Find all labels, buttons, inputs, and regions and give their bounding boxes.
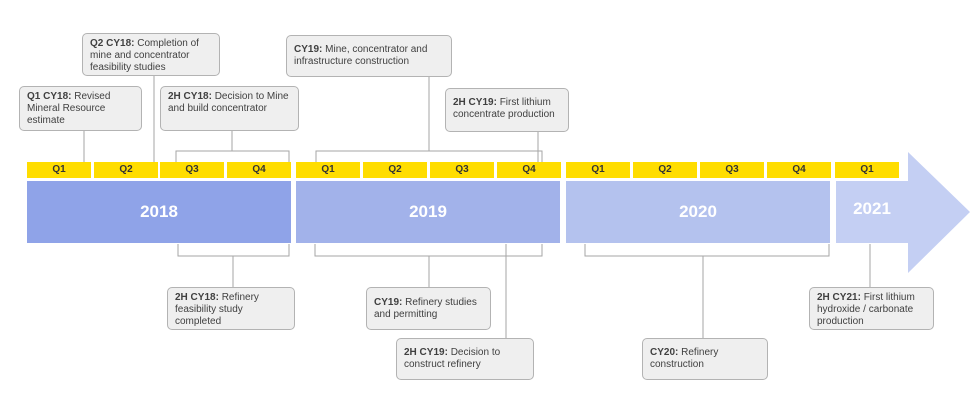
milestone-tag: 2H CY21: — [817, 292, 861, 303]
milestone-2h-cy21: 2H CY21: First lithium hydroxide / carbo… — [809, 287, 934, 330]
milestone-tag: 2H CY19: — [404, 347, 448, 358]
connector-cy20-refinery — [584, 244, 830, 338]
milestone-tag: Q1 CY18: — [27, 91, 72, 102]
milestone-cy19-refinery: CY19: Refinery studies and permitting — [366, 287, 491, 330]
year-bar-2019: 2019 — [296, 181, 560, 243]
connector-2h-cy18-mine — [175, 131, 290, 162]
milestone-2h-cy18-mine: 2H CY18: Decision to Mine and build conc… — [160, 86, 299, 131]
milestone-2h-cy19-concentrate: 2H CY19: First lithium concentrate produ… — [445, 88, 569, 132]
year-bar-2018: 2018 — [27, 181, 291, 243]
milestone-text: First lithium concentrate production — [453, 97, 555, 120]
milestone-text: Refinery feasibility study completed — [175, 292, 259, 327]
milestone-text: Mine, concentrator and infrastructure co… — [294, 44, 428, 67]
quarter-2020-q2: Q2 — [633, 162, 697, 178]
milestone-cy19-mine: CY19: Mine, concentrator and infrastruct… — [286, 35, 452, 77]
quarter-2020-q3: Q3 — [700, 162, 764, 178]
year-bar-2020: 2020 — [566, 181, 830, 243]
milestone-tag: CY19: — [374, 297, 403, 308]
milestone-text: Decision to construct refinery — [404, 347, 501, 370]
milestone-q2-cy18: Q2 CY18: Completion of mine and concentr… — [82, 33, 220, 76]
milestone-q1-cy18: Q1 CY18: Revised Mineral Resource estima… — [19, 86, 142, 131]
milestone-2h-cy18-refinery: 2H CY18: Refinery feasibility study comp… — [167, 287, 295, 330]
quarter-2018-q1: Q1 — [27, 162, 91, 178]
quarter-2018-q3: Q3 — [160, 162, 224, 178]
milestone-text: Refinery studies and permitting — [374, 297, 477, 320]
milestone-text: Completion of mine and concentrator feas… — [90, 38, 199, 73]
milestone-tag: 2H CY19: — [453, 97, 497, 108]
quarter-2019-q3: Q3 — [430, 162, 494, 178]
quarter-2018-q2: Q2 — [94, 162, 158, 178]
arrow-head — [836, 152, 970, 273]
quarter-2020-q4: Q4 — [767, 162, 831, 178]
quarter-2019-q2: Q2 — [363, 162, 427, 178]
quarter-2019-q1: Q1 — [296, 162, 360, 178]
quarter-2021-q1: Q1 — [835, 162, 899, 178]
milestone-text: First lithium hydroxide / carbonate prod… — [817, 292, 915, 327]
milestone-tag: 2H CY18: — [168, 91, 212, 102]
connector-cy19-refinery — [314, 244, 543, 287]
connector-cy19-mine — [315, 77, 543, 162]
milestone-tag: CY19: — [294, 44, 323, 55]
milestone-cy20-refinery: CY20: Refinery construction — [642, 338, 768, 380]
connector-2h-cy18-refinery — [177, 244, 290, 287]
quarter-2019-q4: Q4 — [497, 162, 561, 178]
year-bar-2021: 2021 — [853, 199, 891, 218]
milestone-text: Decision to Mine and build concentrator — [168, 91, 289, 114]
milestone-text: Refinery construction — [650, 347, 719, 370]
milestone-text: Revised Mineral Resource estimate — [27, 91, 111, 126]
milestone-tag: Q2 CY18: — [90, 38, 135, 49]
quarter-2020-q1: Q1 — [566, 162, 630, 178]
milestone-tag: 2H CY18: — [175, 292, 219, 303]
milestone-2h-cy19-refinery: 2H CY19: Decision to construct refinery — [396, 338, 534, 380]
milestone-tag: CY20: — [650, 347, 679, 358]
quarter-2018-q4: Q4 — [227, 162, 291, 178]
